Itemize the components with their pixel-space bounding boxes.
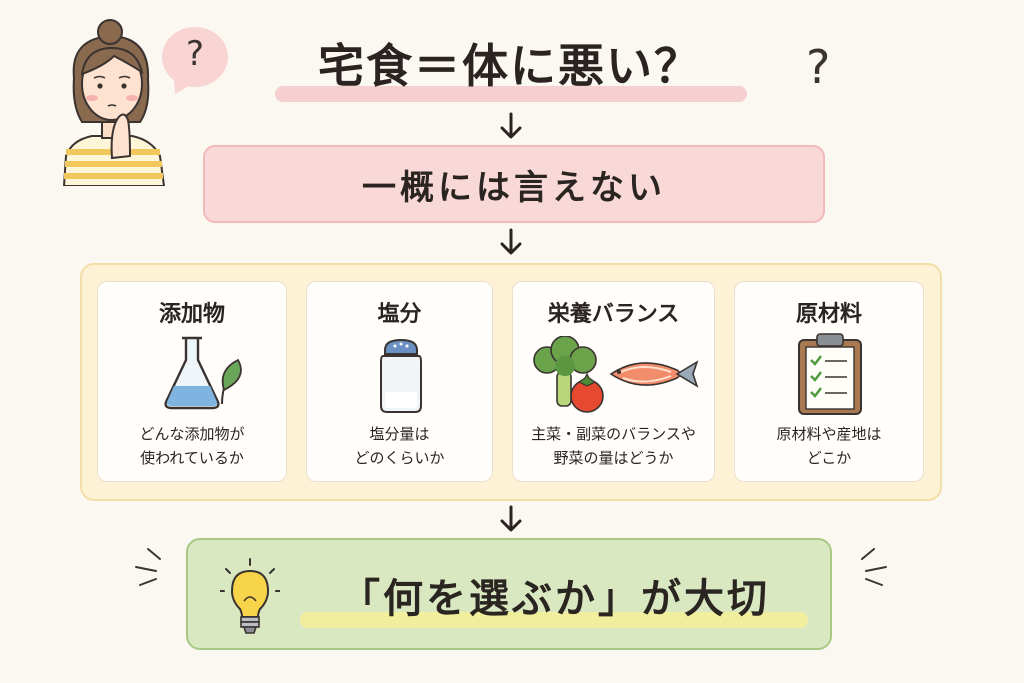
- question-mark-icon: ?: [185, 34, 205, 74]
- broccoli-tomato-fish-icon: [533, 336, 699, 413]
- card-salt: 塩分 塩分量は どのくらいか: [306, 281, 493, 482]
- card-description: どんな添加物が 使われているか: [98, 422, 286, 470]
- card-title: 原材料: [795, 302, 862, 327]
- card-desc-line: 主菜・副菜のバランスや: [531, 425, 696, 443]
- card-desc-line: 使われているか: [140, 449, 244, 467]
- arrow-down-icon: [500, 228, 522, 255]
- card-desc-line: どのくらいか: [354, 449, 445, 467]
- card-nutrition-balance: 栄養バランス 主菜・副菜のバランスや 野菜の量はどうか: [512, 281, 715, 482]
- arrow-down-icon: [500, 112, 522, 139]
- card-title: 塩分: [377, 302, 422, 327]
- page-title: 宅食＝体に悪い？: [318, 39, 702, 93]
- thinking-woman-illustration: [62, 19, 166, 186]
- flask-leaf-icon: [164, 336, 242, 410]
- arrow-down-icon: [500, 505, 522, 532]
- lightbulb-icon: [220, 558, 280, 634]
- card-description: 塩分量は どのくらいか: [307, 422, 492, 470]
- card-desc-line: 塩分量は: [369, 425, 430, 443]
- card-desc-line: 原材料や産地は: [776, 425, 882, 443]
- answer-box: 一概には言えない: [203, 145, 825, 223]
- card-desc-line: 野菜の量はどうか: [553, 449, 674, 467]
- answer-text: 一概には言えない: [362, 167, 666, 208]
- card-description: 原材料や産地は どこか: [735, 422, 923, 470]
- card-title: 栄養バランス: [547, 302, 680, 327]
- card-desc-line: どんな添加物が: [139, 425, 245, 443]
- conclusion-box: [186, 538, 832, 650]
- card-title: 添加物: [158, 302, 225, 327]
- question-bubble: [162, 27, 228, 87]
- salt-shaker-icon: [380, 338, 422, 413]
- card-desc-line: どこか: [806, 449, 852, 467]
- sparkle-lines-left: [135, 548, 161, 586]
- card-ingredients: 原材料 原材料や産地は どこか: [734, 281, 924, 482]
- clipboard-checklist-icon: [798, 333, 862, 415]
- conclusion-highlight: [300, 612, 808, 628]
- conclusion-text: 「何を選ぶか」が大切: [340, 576, 770, 622]
- card-additives: 添加物 どんな添加物が 使われているか: [97, 281, 287, 482]
- card-description: 主菜・副菜のバランスや 野菜の量はどうか: [513, 422, 714, 470]
- sparkle-lines-right: [861, 548, 887, 586]
- question-mark-icon: ?: [806, 40, 831, 94]
- title-highlight: [275, 86, 747, 102]
